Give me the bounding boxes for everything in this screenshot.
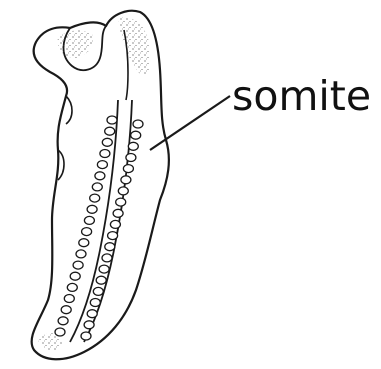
somite-right: [110, 220, 120, 228]
somite-right: [116, 198, 126, 206]
somite-left: [73, 261, 83, 269]
somite-right: [123, 165, 133, 173]
somite-left: [87, 205, 97, 213]
somite-left: [95, 172, 105, 180]
somite-right: [96, 276, 106, 284]
somite-right: [113, 209, 123, 217]
somite-left: [92, 183, 102, 191]
somite-left: [105, 127, 115, 135]
somite-left: [84, 216, 94, 224]
somite-left: [55, 328, 65, 336]
somite-left: [100, 150, 110, 158]
somite-right: [99, 265, 109, 273]
somite-left: [79, 239, 89, 247]
somite-right: [133, 120, 143, 128]
somite-right: [126, 154, 136, 162]
somite-left: [82, 228, 92, 236]
somite-right: [90, 299, 100, 307]
somite-left: [97, 161, 107, 169]
somite-left: [70, 272, 80, 280]
somite-right: [84, 321, 94, 329]
somite-right: [81, 332, 91, 340]
somite-right: [108, 232, 118, 240]
somite-left: [64, 295, 74, 303]
somite-right: [87, 310, 97, 318]
somite-right: [128, 142, 138, 150]
somite-right: [93, 287, 103, 295]
somite-left: [67, 283, 77, 291]
somite-left: [58, 317, 68, 325]
somite-left: [76, 250, 86, 258]
somite-left: [61, 306, 71, 314]
somite-right: [105, 243, 115, 251]
somite-right: [131, 131, 141, 139]
somite-left: [102, 138, 112, 146]
somite-right: [102, 254, 112, 262]
somite-left: [90, 194, 100, 202]
somite-right: [118, 187, 128, 195]
somite-label: somite: [232, 72, 371, 120]
somite-right: [121, 176, 131, 184]
somite-left: [107, 116, 117, 124]
